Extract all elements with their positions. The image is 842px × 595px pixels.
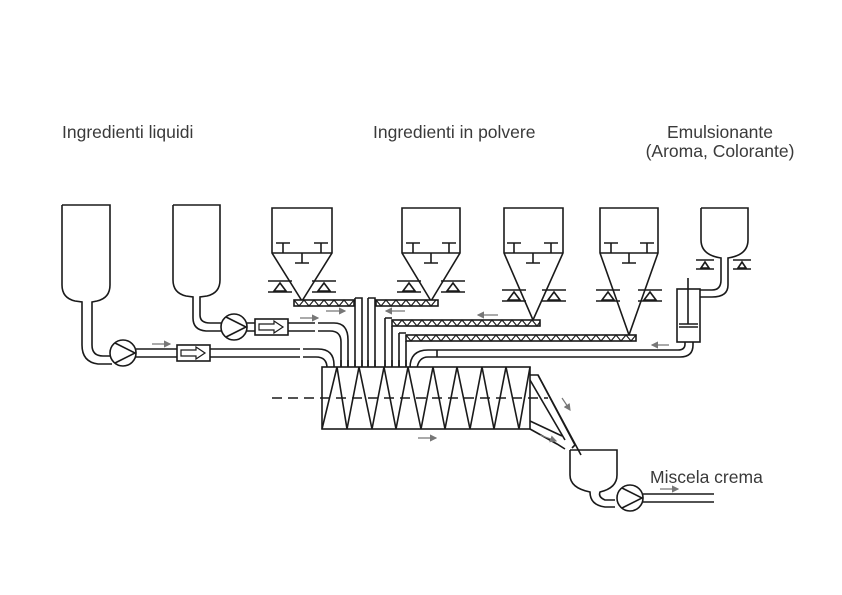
- powder-silo-4: [596, 207, 662, 338]
- flow-meter-2: [254, 318, 289, 336]
- flow-meter-1: [176, 344, 211, 362]
- continuous-mixer: [272, 360, 548, 430]
- label-powder-ingredients: Ingredienti in polvere: [373, 122, 535, 142]
- emulsifier-hopper: [696, 207, 751, 298]
- liquid-pump-1: [109, 339, 137, 367]
- screw-conveyor-3: [391, 319, 541, 327]
- powder-silo-1: [268, 207, 336, 303]
- liquid-pump-2: [220, 313, 248, 341]
- output-pump: [616, 484, 644, 512]
- collection-vessel: [569, 449, 618, 508]
- screw-conveyor-2: [375, 299, 439, 307]
- label-emulsifier-additives: (Aroma, Colorante): [646, 141, 795, 161]
- screw-conveyor-4: [405, 334, 637, 342]
- liquid-tank-2: [172, 204, 222, 332]
- label-liquid-ingredients: Ingredienti liquidi: [62, 122, 193, 142]
- label-emulsifier: Emulsionante: [667, 122, 773, 142]
- screw-conveyor-1: [293, 299, 355, 307]
- powder-silo-3: [502, 207, 566, 322]
- dosing-piston: [676, 278, 701, 343]
- label-output: Miscela crema: [650, 467, 763, 487]
- powder-silo-2: [397, 207, 465, 303]
- liquid-tank-1: [61, 204, 112, 365]
